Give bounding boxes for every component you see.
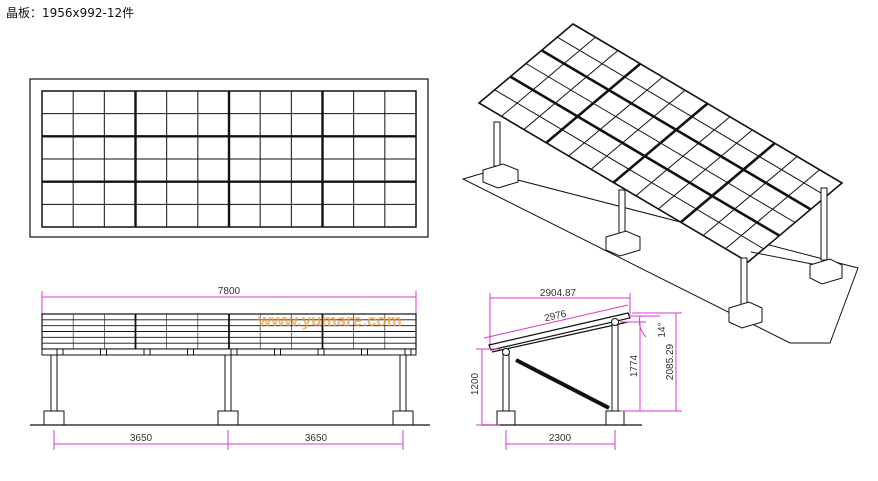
- front-panel-rows: [41, 313, 417, 350]
- side-footing-low: [496, 410, 516, 426]
- front-post-right: [399, 354, 407, 412]
- iso-post-front: [740, 257, 748, 309]
- front-post-left: [50, 354, 58, 412]
- front-post-mid: [224, 354, 232, 412]
- iso-post-back-right: [820, 187, 828, 261]
- dim-base-span: [505, 430, 616, 450]
- iso-grid-line: [494, 89, 764, 250]
- iso-grid-line: [509, 75, 780, 237]
- front-footing-mid: [217, 410, 239, 426]
- front-bracket: [317, 348, 325, 356]
- front-bracket: [100, 348, 107, 356]
- dim-span-right-label: 3650: [305, 433, 328, 444]
- side-post-high: [611, 321, 619, 412]
- top-view-panel-grid: [41, 90, 417, 228]
- dim-low-height-label: 1200: [470, 372, 481, 395]
- iso-panel-array: [477, 23, 844, 263]
- front-view: 7800 www.yumare.com 3650 3650: [30, 286, 430, 450]
- front-brackets: [56, 348, 412, 356]
- front-bracket: [230, 348, 238, 356]
- front-bracket: [143, 348, 151, 356]
- iso-grid-line: [525, 63, 796, 223]
- iso-footing-4: [809, 258, 843, 285]
- iso-brace: [750, 251, 823, 267]
- iso-posts: [493, 121, 828, 309]
- front-bracket: [404, 348, 412, 356]
- dim-verticals: [476, 312, 682, 426]
- angle-label: 14°: [657, 322, 668, 337]
- isometric-view: [461, 23, 859, 344]
- iso-grid-line: [541, 49, 812, 211]
- front-bracket: [187, 348, 194, 356]
- front-posts: [43, 354, 414, 426]
- iso-footing-3: [728, 301, 763, 329]
- side-brace: [515, 358, 610, 410]
- front-bracket: [274, 348, 281, 356]
- side-view: 2904.87 2976 14°: [470, 288, 682, 450]
- iso-footing-1: [482, 163, 519, 189]
- side-posts: [496, 318, 625, 426]
- front-bracket: [56, 348, 64, 356]
- dim-base-span-label: 2300: [549, 433, 572, 444]
- iso-post-back-left: [493, 121, 501, 167]
- front-bracket: [361, 348, 368, 356]
- side-panel: [488, 312, 631, 351]
- dim-slope-label: 2976: [543, 309, 568, 325]
- side-footing-high: [605, 410, 625, 426]
- dim-slope: [483, 304, 629, 339]
- dim-mid-height-label: 1774: [629, 354, 640, 377]
- side-joint-high: [611, 318, 619, 326]
- dim-total-width: [41, 291, 417, 314]
- front-footing-left: [43, 410, 65, 426]
- iso-post-mid: [618, 189, 626, 237]
- dim-total-width-label: 7800: [218, 286, 241, 297]
- dim-high-height-label: 2085.29: [665, 343, 676, 380]
- top-view-frame: [29, 78, 429, 238]
- side-post-low: [502, 351, 510, 412]
- dim-horizontal-label: 2904.87: [540, 288, 577, 299]
- side-rafter: [491, 321, 629, 353]
- side-joint-low: [502, 348, 510, 356]
- iso-footings: [482, 163, 843, 329]
- front-footing-right: [392, 410, 414, 426]
- dim-span-left-label: 3650: [130, 433, 153, 444]
- iso-footing-2: [605, 230, 641, 257]
- watermark: www.yumare.com: [257, 311, 402, 330]
- top-view: [29, 78, 429, 238]
- drawing-caption: 晶板：1956x992-12件: [6, 6, 135, 20]
- iso-grid-line: [557, 36, 827, 197]
- front-beam: [41, 348, 417, 356]
- dim-spans: [53, 430, 404, 450]
